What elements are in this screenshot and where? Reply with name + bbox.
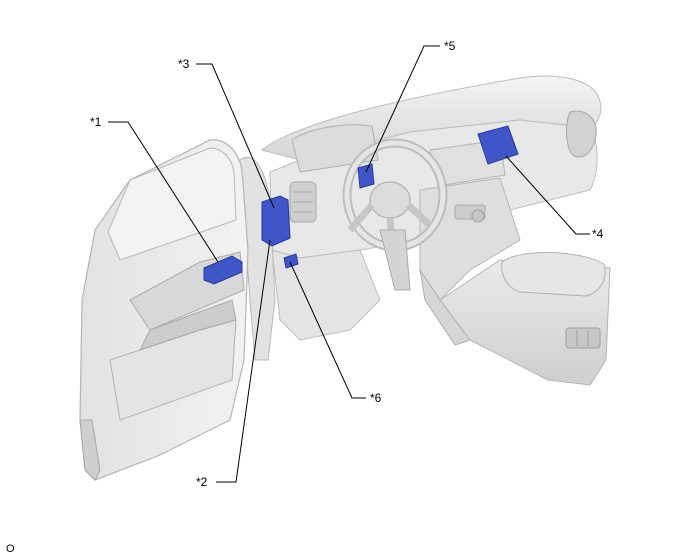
steering-wheel xyxy=(342,138,448,291)
component-6-part xyxy=(283,253,299,269)
callout-3: *3 xyxy=(178,57,190,71)
rear-vent xyxy=(565,327,601,349)
leader-3 xyxy=(196,63,275,209)
component-5-module xyxy=(357,163,375,189)
leader-4 xyxy=(505,155,590,235)
lower-dash xyxy=(271,249,381,341)
armrest xyxy=(501,251,606,297)
leader-5 xyxy=(365,45,440,173)
highlighted-components xyxy=(203,125,519,285)
callout-5: *5 xyxy=(444,39,456,53)
leader-6 xyxy=(289,261,366,399)
component-4-module xyxy=(477,125,519,165)
component-1-power-window-switch xyxy=(203,255,243,285)
component-2-3-ecu xyxy=(261,195,291,247)
leader-lines xyxy=(108,45,590,483)
callout-4: *4 xyxy=(592,227,604,241)
center-console xyxy=(419,251,611,386)
callout-2: *2 xyxy=(196,475,208,489)
figure-code: O xyxy=(6,543,15,555)
callout-6: *6 xyxy=(370,391,382,405)
callout-1: *1 xyxy=(90,115,102,129)
leader-2 xyxy=(216,239,271,483)
leader-1 xyxy=(108,121,219,263)
front-door xyxy=(79,139,249,481)
right-vent xyxy=(566,110,597,158)
door-window-frame xyxy=(107,147,237,261)
